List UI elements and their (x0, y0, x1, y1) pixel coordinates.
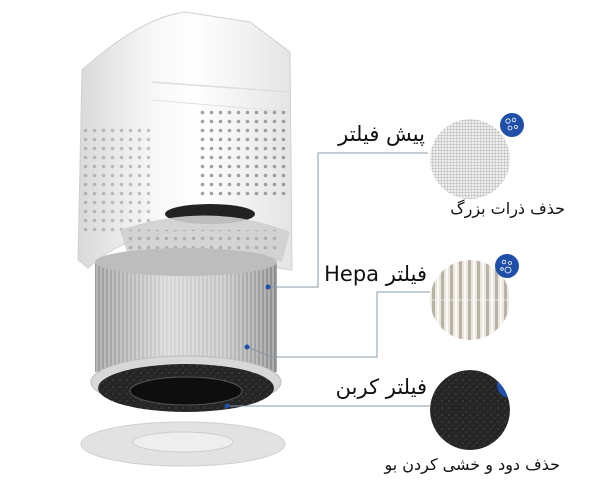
purifier-housing (77, 11, 293, 271)
prefilter-texture (430, 119, 510, 199)
prefilter-description: حذف ذرات بزرگ (450, 199, 565, 218)
particles-icon (500, 113, 524, 137)
pointer-dot-prefilter (265, 284, 271, 290)
particles-icon (495, 254, 519, 278)
hepa-title: فیلتر Hepa (324, 262, 427, 286)
hepa-texture (430, 260, 510, 340)
pointer-dot-hepa (244, 344, 250, 350)
leader-lines (227, 152, 430, 407)
prefilter-title: پیش فیلتر (338, 122, 425, 146)
cylinder-filter (90, 248, 282, 412)
carbon-title: فیلتر کربن (335, 375, 427, 399)
pointer-dot-carbon (224, 403, 230, 409)
carbon-description: حذف دود و خشی کردن بو (384, 455, 560, 474)
carbon-texture (430, 370, 510, 450)
